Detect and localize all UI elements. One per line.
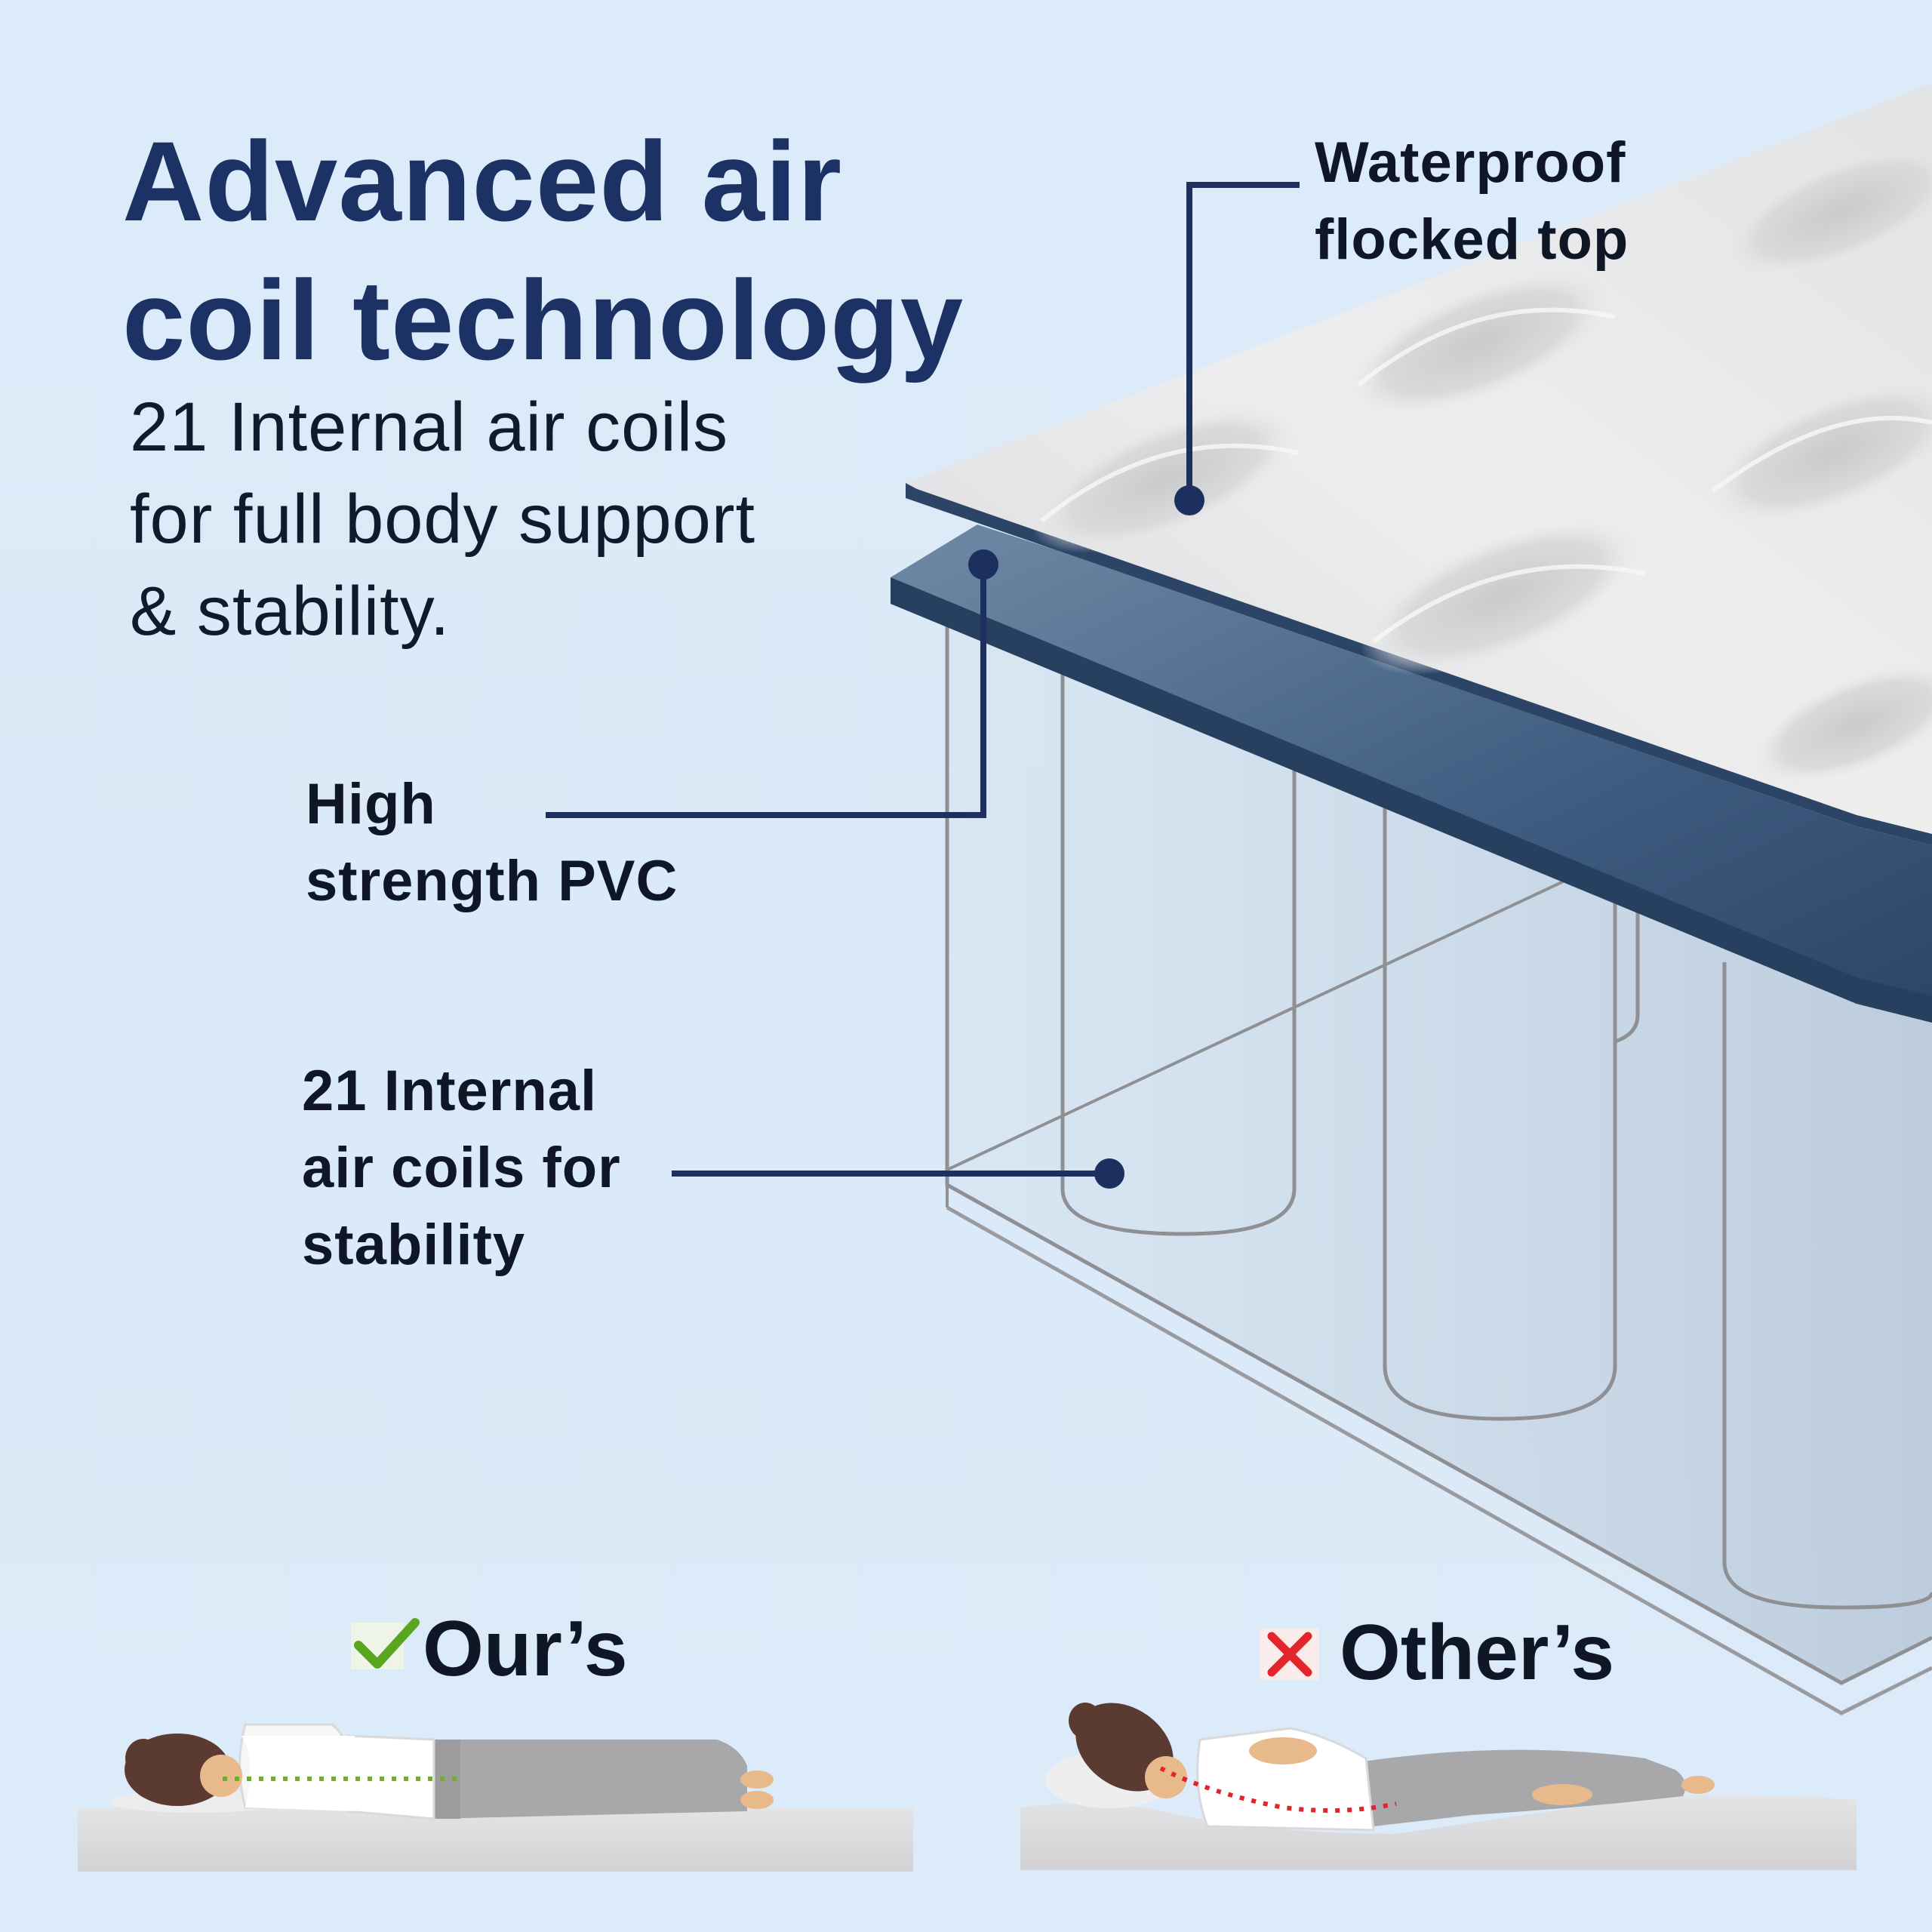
others-sleeper (1069, 1703, 1715, 1832)
leader-pvc (546, 565, 986, 818)
others-mattress (1020, 1795, 1857, 1870)
ours-sleeper (125, 1723, 774, 1820)
others-scene (1020, 1629, 1857, 1870)
flocked-top (906, 83, 1932, 845)
subtitle: 21 Internal air coils for full body supp… (130, 381, 960, 657)
air-coils (1060, 649, 1932, 1610)
callout-waterproof-top: Waterproof flocked top (1315, 125, 1843, 278)
pvc-layer (891, 525, 1932, 1023)
ours-mattress (78, 1807, 913, 1872)
leader-lines (546, 182, 1300, 1177)
title-line-2: coil technology (122, 257, 964, 383)
dot-coil (1094, 1158, 1124, 1189)
dot-pvc (968, 549, 998, 580)
callout-air-coils: 21 Internal air coils for stability (302, 1053, 830, 1284)
page-title: Advanced air coil technology (122, 112, 1028, 389)
cross-icon (1260, 1629, 1319, 1680)
callout-pvc: High strength PVC (306, 766, 834, 920)
callout-pvc-line-2: strength PVC (306, 849, 678, 913)
callout-coil-line-1: 21 Internal (302, 1059, 598, 1123)
leader-top (1186, 182, 1300, 500)
callout-coil-line-3: stability (302, 1213, 526, 1277)
ours-scene (78, 1618, 913, 1872)
callout-top-line-1: Waterproof (1315, 131, 1626, 195)
subtitle-line-3: & stability. (130, 573, 451, 650)
others-spine-line (1159, 1766, 1397, 1813)
callout-coil-line-2: air coils for (302, 1136, 621, 1200)
callout-pvc-line-1: High (306, 772, 436, 836)
check-icon (351, 1618, 420, 1669)
callout-top-line-2: flocked top (1315, 208, 1629, 272)
subtitle-line-1: 21 Internal air coils (130, 389, 729, 466)
ours-label: Our’s (423, 1605, 628, 1693)
title-line-1: Advanced air (122, 118, 843, 245)
others-label: Other’s (1340, 1609, 1615, 1697)
dot-top (1174, 485, 1204, 515)
leader-dots (968, 485, 1204, 1189)
subtitle-line-2: for full body support (130, 481, 756, 558)
